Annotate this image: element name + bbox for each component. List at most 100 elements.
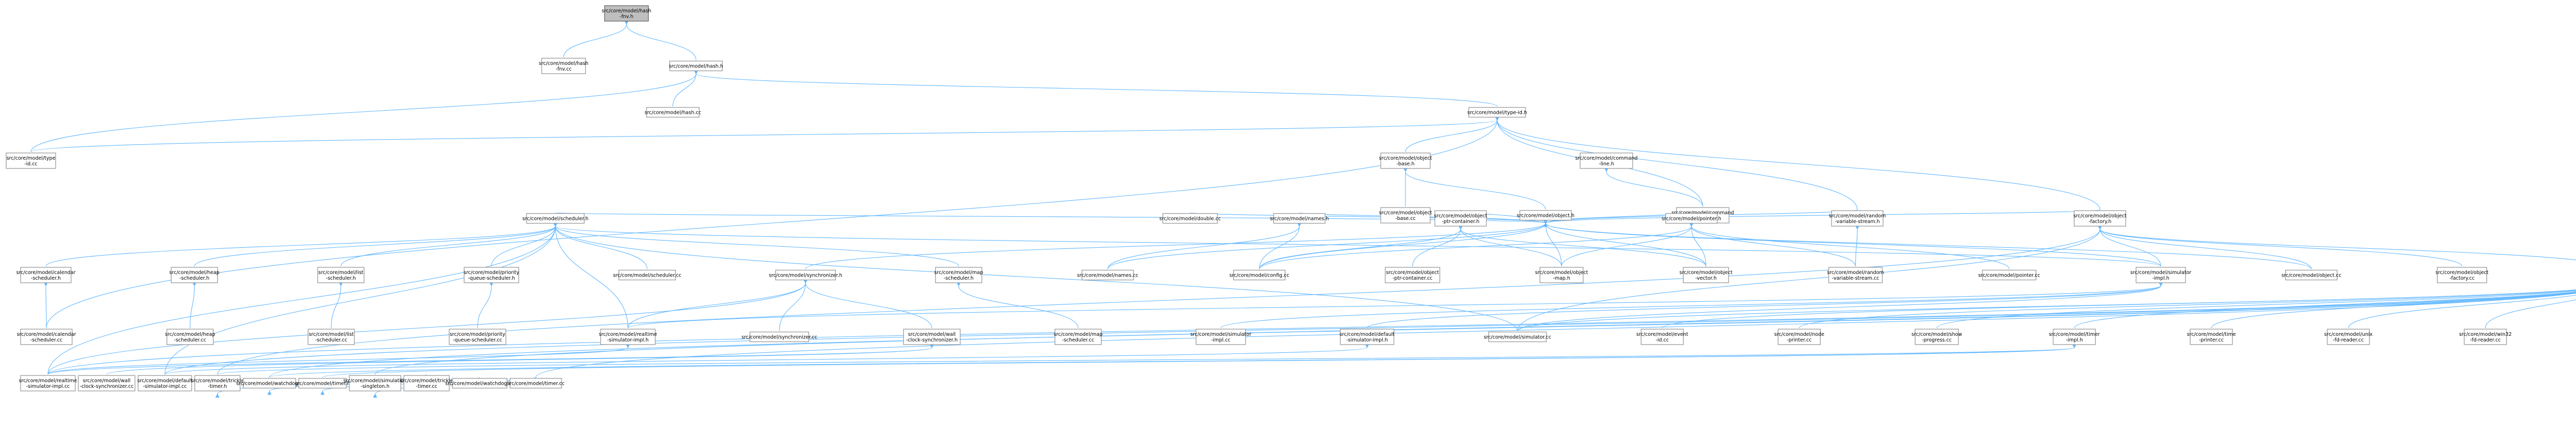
file-node[interactable]: src/core/model/time-printer.cc xyxy=(2187,329,2236,345)
file-nodes: src/core/model/hash-fnv.h src/core/model/… xyxy=(6,5,2512,391)
file-node[interactable]: src/core/model/object-factory.h xyxy=(2074,210,2127,227)
file-node[interactable]: src/core/model/object-base.cc xyxy=(1379,207,1432,224)
file-node[interactable]: src/core/model/simulation-singleton.h xyxy=(343,375,407,391)
file-node[interactable]: src/core/model/unix-fd-reader.cc xyxy=(2324,329,2372,345)
file-node[interactable]: src/core/model/map-scheduler.cc xyxy=(1054,329,1103,345)
file-node[interactable]: src/core/model/event-id.cc xyxy=(1636,329,1688,345)
file-node[interactable]: src/core/model/default-simulator-impl.h xyxy=(1340,329,1395,345)
file-node[interactable]: src/core/model/simulator.cc xyxy=(1484,331,1551,343)
file-node-box xyxy=(403,375,450,391)
file-node-box xyxy=(1831,210,1884,227)
file-node[interactable]: src/core/model/trickle-timer.cc xyxy=(400,375,453,391)
dependency-edge xyxy=(779,279,808,331)
file-node[interactable]: src/core/model/object-ptr-container.cc xyxy=(1384,267,1440,283)
file-node[interactable]: src/core/model/watchdog.cc xyxy=(445,378,514,389)
file-node-box xyxy=(1468,107,1526,118)
file-node[interactable]: src/core/model/timer.cc xyxy=(507,378,565,389)
file-node[interactable]: src/core/model/double.cc xyxy=(1159,213,1221,224)
file-node-box xyxy=(1640,329,1684,345)
file-node-label: -impl.cc xyxy=(1211,337,1230,343)
file-node[interactable]: src/core/model/calendar-scheduler.h xyxy=(16,267,76,283)
file-node[interactable]: src/core/model/random-variable-stream.h xyxy=(1829,210,1886,227)
file-node[interactable]: src/core/model/type-id.h xyxy=(1467,107,1527,118)
file-node[interactable]: src/core/model/timer-impl.h xyxy=(2049,329,2100,345)
dependency-edge xyxy=(1543,219,2161,267)
file-node[interactable]: src/core/model/map-scheduler.h xyxy=(934,267,983,283)
file-node[interactable]: src/core/model/scheduler.h xyxy=(522,213,588,224)
file-node-label: -id.cc xyxy=(24,161,38,167)
file-node[interactable]: src/core/model/hash-fnv.h xyxy=(602,5,651,22)
file-node[interactable]: src/core/model/names.cc xyxy=(1077,269,1139,281)
file-node-label: src/core/model/wall xyxy=(83,378,131,384)
file-node[interactable]: src/core/model/pointer.h xyxy=(1662,213,1721,224)
dependency-edge xyxy=(269,292,2576,378)
file-node-box xyxy=(935,267,982,283)
dependency-edge xyxy=(47,223,558,375)
file-node[interactable]: src/core/model/random-variable-stream.cc xyxy=(1827,267,1884,283)
file-node-label: -base.cc xyxy=(1395,216,1416,221)
file-node-box xyxy=(1380,152,1431,169)
file-node[interactable]: src/core/model/simulator-impl.h xyxy=(2130,267,2191,283)
file-node[interactable]: src/core/model/watchdog.h xyxy=(236,378,303,389)
file-node[interactable]: src/core/model/list-scheduler.cc xyxy=(308,329,355,345)
file-node[interactable]: src/core/model/object.cc xyxy=(2281,269,2342,281)
file-node[interactable]: src/core/model/win32-fd-reader.cc xyxy=(2459,329,2512,345)
file-node[interactable]: src/core/model/names.h xyxy=(1270,213,1329,224)
file-node[interactable]: src/core/model/synchronizer.cc xyxy=(741,331,817,343)
file-node[interactable]: src/core/model/scheduler.cc xyxy=(613,269,682,281)
file-node-box xyxy=(2190,329,2233,345)
file-node-label: src/core/model/object.h xyxy=(1517,213,1574,219)
file-node[interactable]: src/core/model/timer.h xyxy=(295,378,350,389)
file-node[interactable]: src/core/model/default-simulator-impl.cc xyxy=(137,375,193,391)
dependency-edge xyxy=(331,282,343,329)
file-node-box xyxy=(243,378,296,389)
dependency-edge xyxy=(1403,167,1546,210)
file-node-label: src/core/model/priority xyxy=(450,332,505,337)
file-node[interactable]: src/core/model/show-progress.cc xyxy=(1911,329,1962,345)
file-node[interactable]: src/core/model/object-factory.cc xyxy=(2435,267,2488,283)
dependency-edge xyxy=(693,70,1498,107)
file-node[interactable]: src/core/model/wall-clock-synchronizer.c… xyxy=(78,375,135,391)
file-node-label: src/core/model/map xyxy=(1054,332,1103,337)
file-node-box xyxy=(618,269,676,281)
file-node-label: src/core/model/calendar xyxy=(17,332,76,337)
file-node[interactable]: src/core/model/object-ptr-container.h xyxy=(1434,210,1487,227)
file-node[interactable]: src/core/model/synchronizer.h xyxy=(769,269,842,281)
dependency-edge xyxy=(1221,282,2163,329)
file-node[interactable]: src/core/model/priority-queue-scheduler.… xyxy=(464,267,519,283)
file-node[interactable]: src/core/model/priority-queue-scheduler.… xyxy=(449,329,506,345)
dependency-edge xyxy=(628,279,808,329)
file-node[interactable]: src/core/model/object.h xyxy=(1517,210,1574,221)
file-node[interactable]: src/core/model/simulator-impl.cc xyxy=(1190,329,1251,345)
file-node[interactable]: src/core/model/wall-clock-synchronizer.h xyxy=(903,329,961,345)
file-node[interactable]: src/core/model/calendar-scheduler.cc xyxy=(17,329,76,345)
file-node[interactable]: src/core/model/realtime-simulator-impl.c… xyxy=(19,375,77,391)
file-node[interactable]: src/core/model/hash.cc xyxy=(645,107,701,118)
file-node[interactable]: src/core/model/list-scheduler.h xyxy=(317,267,365,283)
file-node-label: -factory.h xyxy=(2089,219,2112,225)
file-node-label: -printer.cc xyxy=(2199,337,2224,343)
dependency-edge xyxy=(47,292,2576,375)
file-node[interactable]: src/core/model/command-line.h xyxy=(1575,152,1638,169)
file-node[interactable]: src/core/model/node-printer.cc xyxy=(1774,329,1824,345)
file-node[interactable]: src/core/model/heap-scheduler.h xyxy=(170,267,219,283)
file-node[interactable]: src/core/model/type-id.cc xyxy=(6,152,56,169)
file-node[interactable]: src/core/model/hash.h xyxy=(669,60,723,72)
file-node[interactable]: src/core/model/object-base.h xyxy=(1379,152,1432,169)
file-node[interactable]: src/core/model/hash-fnv.cc xyxy=(539,58,588,74)
file-node[interactable]: src/core/model/object-vector.h xyxy=(1680,267,1733,283)
file-node[interactable]: src/core/model/config.cc xyxy=(1229,269,1289,281)
dependency-edge xyxy=(164,292,2576,375)
dependency-edge xyxy=(1412,225,1463,267)
file-node-label: -queue-scheduler.h xyxy=(468,276,515,281)
file-node[interactable]: src/core/model/heap-scheduler.cc xyxy=(165,329,215,345)
file-node[interactable]: src/core/model/realtime-simulator-impl.h xyxy=(599,329,657,345)
file-node[interactable]: src/core/model/object-map.h xyxy=(1535,267,1588,283)
file-node-box xyxy=(349,375,401,391)
file-node-label: src/core/model/wall xyxy=(908,332,956,337)
file-node[interactable]: src/core/model/pointer.cc xyxy=(1978,269,2040,281)
file-node-label: -impl.h xyxy=(2066,337,2083,343)
file-node[interactable]: src/core/model/trickle-timer.h xyxy=(191,375,244,391)
file-node-label: -clock-synchronizer.h xyxy=(906,337,958,343)
